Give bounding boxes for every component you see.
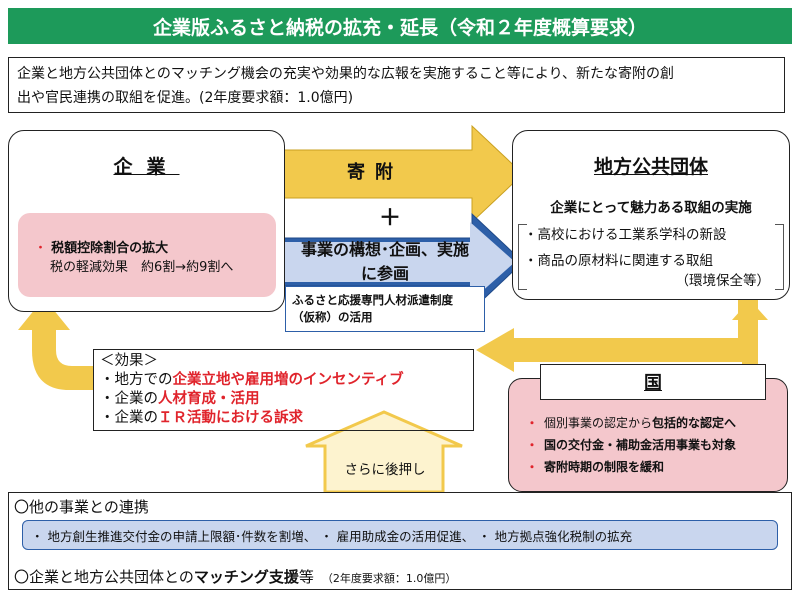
page-title: 企業版ふるさと納税の拡充・延長（令和２年度概算要求） (8, 8, 792, 44)
effect-curve-arrow (18, 298, 93, 390)
list-item: ・寄附時期の制限を緩和 (526, 460, 665, 474)
government-list: ・個別事業の認定から包括的な認定へ ・国の交付金・補助金活用事業も対象 ・寄附時… (526, 412, 784, 478)
bullet-icon: ・ (526, 438, 539, 452)
bullet-icon: ・ (34, 241, 52, 256)
other-projects-box: ・ 地方創生推進交付金の申請上限額･件数を割増、 ・ 雇用助成金の活用促進、 ・… (22, 520, 778, 550)
plus-sign: ＋ (378, 206, 401, 231)
tax-title: 税額控除割合の拡大 (51, 241, 169, 256)
donation-label: 寄附 (347, 162, 403, 183)
list-item: ・商品の原材料に関連する取組 (524, 253, 713, 269)
local-government-subtitle: 企業にとって魅力ある取組の実施 (550, 200, 752, 216)
tax-credit-box: ・ 税額控除割合の拡大 税の軽減効果 約6割→約9割へ (18, 213, 276, 297)
dispatch-line-2: （仮称）の活用 (292, 310, 373, 324)
donation-arrow (271, 124, 524, 224)
project-line-2: に参画 (360, 264, 409, 283)
dispatch-system-box: ふるさと応援専門人材派遣制度 （仮称）の活用 (285, 286, 485, 332)
local-government-box (512, 130, 790, 300)
push-label: さらに後押し (344, 462, 426, 478)
other-projects-heading: 〇他の事業との連携 (14, 498, 149, 516)
local-government-list: ・高校における工業系学科の新設 ・商品の原材料に関連する取組 （環境保全等） (518, 222, 784, 290)
push-up-arrow (305, 410, 463, 494)
local-government-note: （環境保全等） (675, 273, 771, 289)
list-item: ・個別事業の認定から包括的な認定へ (526, 416, 737, 430)
tax-detail: 税の軽減効果 約6割→約9割へ (50, 260, 234, 275)
effects-heading: ＜効果＞ (100, 353, 158, 369)
bullet-icon: ・ (526, 416, 539, 430)
project-line-1: 事業の構想･企画、実施 (300, 240, 469, 259)
intro-text: 企業と地方公共団体とのマッチング機会の充実や効果的な広報を実施すること等により、… (8, 57, 785, 113)
return-arrow (476, 300, 758, 372)
government-up-arrow (732, 300, 768, 364)
project-participation-label: 事業の構想･企画、実施 に参画 (285, 238, 485, 286)
effect-item: ・企業の人材育成・活用 (100, 391, 260, 407)
effects-box: ＜効果＞ ・地方での企業立地や雇用増のインセンティブ ・企業の人材育成・活用 ・… (93, 349, 474, 431)
government-heading: 国 (540, 364, 766, 400)
corporation-heading: 企業 (113, 156, 180, 178)
list-item: ・国の交付金・補助金活用事業も対象 (526, 438, 737, 452)
effect-item: ・企業のＩＲ活動における訴求 (100, 410, 303, 426)
dispatch-line-1: ふるさと応援専門人材派遣制度 (292, 293, 453, 307)
bullet-icon: ・ (526, 460, 539, 474)
intro-line-2: 出や官民連携の取組を促進。(2年度要求額：1.0億円) (17, 90, 354, 106)
effect-item: ・地方での企業立地や雇用増のインセンティブ (100, 372, 404, 388)
matching-support-line: 〇企業と地方公共団体とのマッチング支援等（2年度要求額：1.0億円） (14, 568, 457, 586)
list-item: ・高校における工業系学科の新設 (524, 227, 727, 243)
local-government-heading: 地方公共団体 (593, 156, 708, 178)
intro-line-1: 企業と地方公共団体とのマッチング機会の充実や効果的な広報を実施すること等により、… (17, 66, 675, 82)
